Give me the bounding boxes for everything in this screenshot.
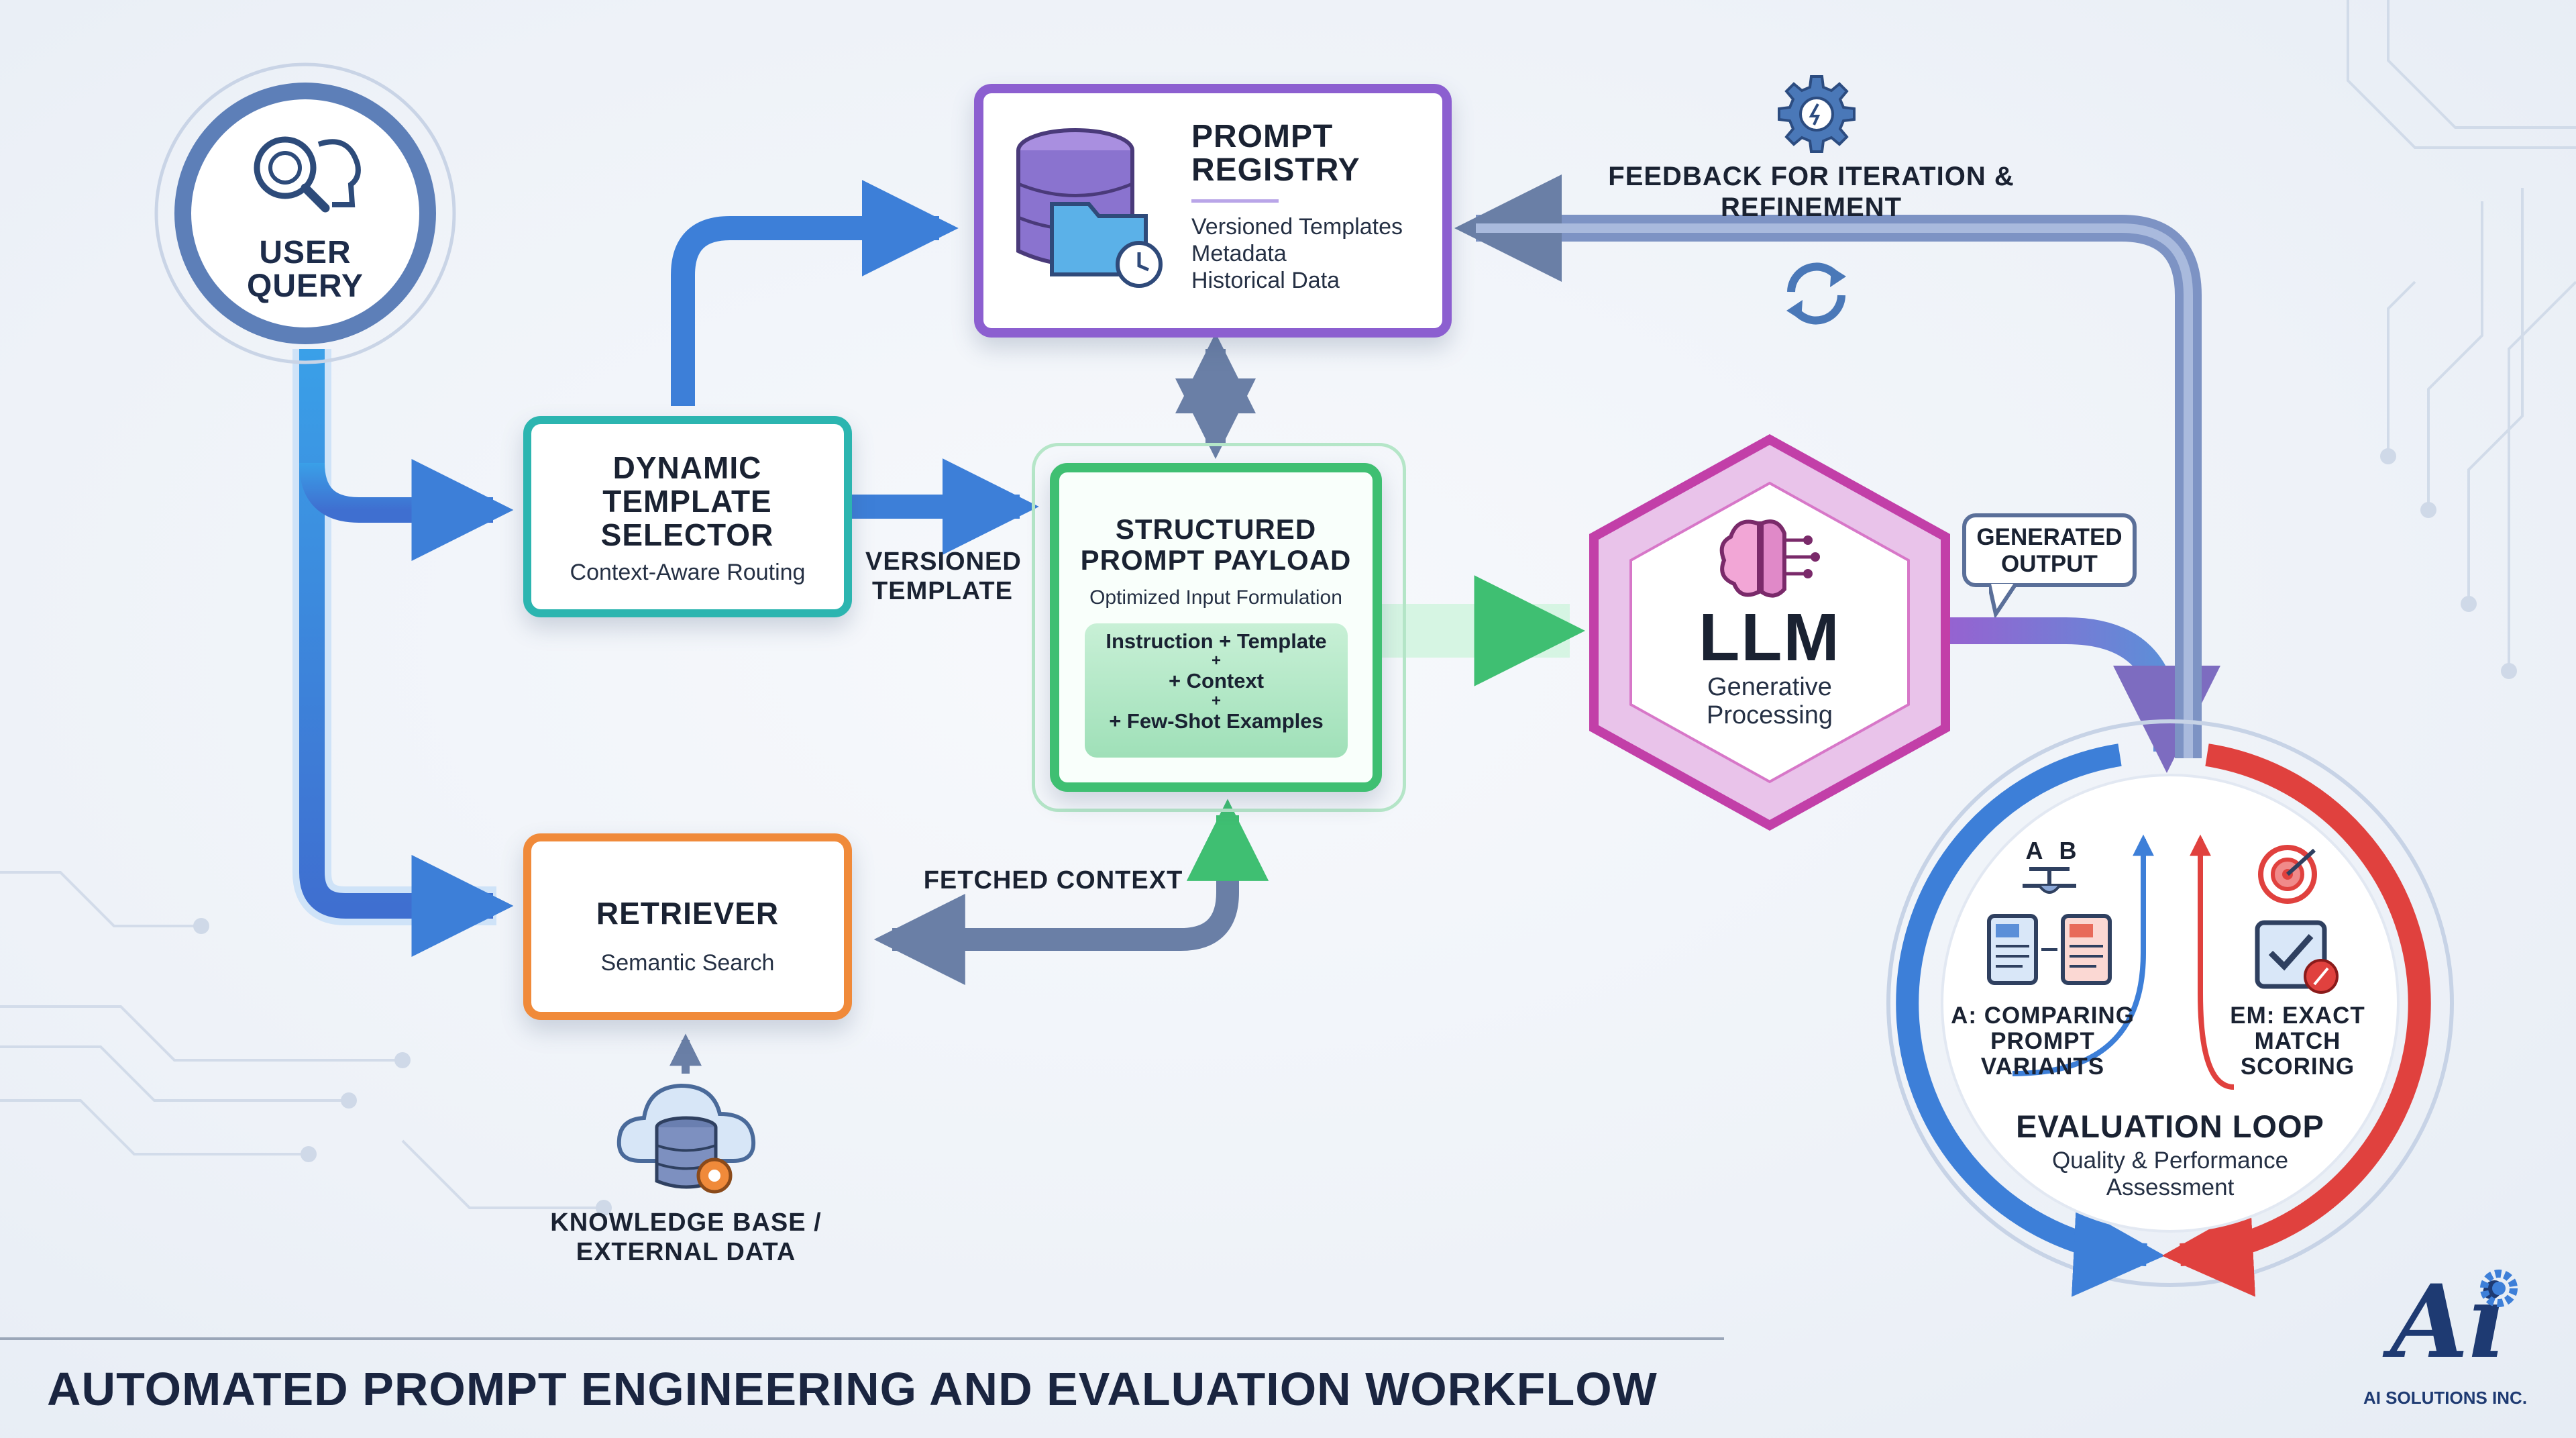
refresh-icon — [1786, 262, 1846, 325]
generated-output-label: GENERATED OUTPUT — [1976, 524, 2123, 577]
arrow-llm-to-evaluation — [1932, 617, 2220, 773]
selector-subtitle: Context-Aware Routing — [570, 560, 806, 585]
ab-comparing-label: A: COMPARING PROMPT VARIANTS — [1951, 1003, 2135, 1080]
arrow-query-to-selector — [299, 459, 514, 561]
fetched-context-label: FETCHED CONTEXT — [923, 866, 1183, 894]
prompt-registry-item: Versioned Templates — [1191, 214, 1403, 240]
arrow-feedback-highlight — [1476, 223, 2193, 758]
evaluation-loop-subtitle: Quality & Performance Assessment — [2051, 1147, 2289, 1200]
feedback-label: FEEDBACK FOR ITERATION & REFINEMENT — [1608, 162, 2015, 222]
payload-formula-panel: Instruction + Template + + Context + + F… — [1085, 623, 1348, 758]
retriever-box[interactable]: RETRIEVER Semantic Search — [523, 833, 852, 1020]
ai-logo-caption: AI SOLUTIONS INC. — [2363, 1388, 2528, 1408]
cloud-database-icon — [616, 1083, 756, 1194]
formula-plus: + — [1211, 692, 1221, 710]
eval-inner-red-arrow — [2190, 834, 2235, 1090]
formula-instruction: Instruction + Template — [1106, 629, 1327, 653]
generated-output-bubble: GENERATED OUTPUT — [1962, 513, 2137, 587]
versioned-template-label: VERSIONED TEMPLATE — [865, 548, 1022, 605]
arrow-query-to-retriever — [299, 349, 514, 957]
formula-context: + Context — [1168, 669, 1265, 692]
llm-title: LLM — [1699, 600, 1841, 675]
variant-b-letter: B — [2059, 837, 2078, 864]
llm-hex-inner — [1629, 481, 1910, 784]
prompt-registry-box[interactable]: PROMPT REGISTRY Versioned Templates Meta… — [974, 84, 1452, 338]
prompt-registry-underline — [1191, 199, 1279, 203]
prompt-registry-title: PROMPT REGISTRY — [1191, 119, 1360, 188]
llm-subtitle: Generative Processing — [1707, 673, 1833, 729]
variant-a-letter: A — [2025, 837, 2044, 864]
knowledge-base-label: KNOWLEDGE BASE / EXTERNAL DATA — [550, 1209, 822, 1266]
ai-logo: Ai — [2375, 1268, 2522, 1382]
eval-loop-blue-arc — [1896, 743, 2165, 1297]
user-query-face — [191, 99, 419, 327]
payload-title: STRUCTURED PROMPT PAYLOAD — [1080, 513, 1352, 576]
retriever-subtitle: Semantic Search — [600, 950, 775, 976]
formula-plus: + — [1211, 652, 1221, 670]
circuit-decor — [0, 0, 2576, 1209]
bubble-tail — [1989, 584, 2018, 617]
user-query-halo — [154, 62, 456, 364]
trunk-glow — [292, 349, 496, 925]
em-scoring-label: EM: EXACT MATCH SCORING — [2230, 1003, 2365, 1080]
circuit-nodes — [193, 448, 2517, 1216]
prompt-registry-item: Historical Data — [1191, 268, 1340, 293]
selector-title: DYNAMIC TEMPLATE SELECTOR — [600, 450, 774, 552]
dynamic-template-selector-box[interactable]: DYNAMIC TEMPLATE SELECTOR Context-Aware … — [523, 416, 852, 617]
logo-gear-icon — [2480, 1270, 2518, 1307]
footer-title: AUTOMATED PROMPT ENGINEERING AND EVALUAT… — [47, 1363, 1658, 1415]
structured-payload-box[interactable]: STRUCTURED PROMPT PAYLOAD Optimized Inpu… — [1050, 463, 1382, 792]
database-folder-icon — [1016, 128, 1163, 288]
prompt-registry-item: Metadata — [1191, 241, 1287, 266]
payload-subtitle: Optimized Input Formulation — [1089, 586, 1342, 609]
payload-halo — [1032, 443, 1406, 812]
target-checklist-icon — [2255, 845, 2339, 994]
brain-icon — [1719, 519, 1820, 598]
eval-inner-blue-arrow — [2012, 834, 2154, 1076]
arrow-selector-to-registry — [671, 180, 959, 406]
evaluation-loop-title: EVALUATION LOOP — [2016, 1109, 2324, 1144]
ab-compare-icon — [1987, 867, 2112, 985]
formula-few-shot: + Few-Shot Examples — [1109, 709, 1324, 733]
user-search-icon — [254, 136, 361, 213]
user-query-label: USER QUERY — [247, 235, 364, 304]
retriever-title: RETRIEVER — [596, 896, 780, 931]
arrow-fetched-context — [873, 832, 1239, 985]
gear-icon — [1778, 75, 1856, 153]
eval-loop-red-arc — [2161, 743, 2431, 1297]
